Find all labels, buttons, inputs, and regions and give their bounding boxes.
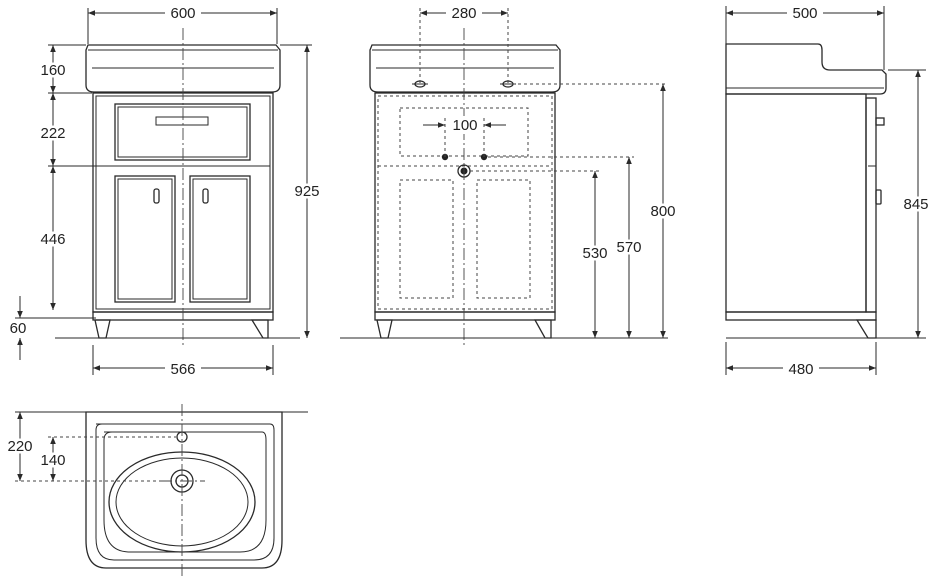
side-view: 500 845 480	[725, 4, 931, 378]
back-view: 280 100 530 570 800	[340, 4, 678, 345]
dim-446: 446	[40, 231, 65, 248]
dim-220: 220	[7, 438, 32, 455]
dim-160: 160	[40, 62, 65, 79]
dim-925: 925	[294, 183, 319, 200]
dim-800: 800	[650, 203, 675, 220]
top-view: 220 140	[5, 404, 308, 578]
dim-480: 480	[788, 361, 813, 378]
dim-566: 566	[170, 361, 195, 378]
dim-845: 845	[903, 196, 928, 213]
front-view: 600 160 222 446 60 925 566	[7, 4, 322, 378]
dim-500: 500	[792, 5, 817, 22]
dim-600: 600	[170, 5, 195, 22]
dim-570: 570	[616, 239, 641, 256]
dim-222: 222	[40, 125, 65, 142]
dim-530: 530	[582, 245, 607, 262]
dim-280: 280	[451, 5, 476, 22]
dim-100: 100	[452, 117, 477, 134]
dim-60: 60	[10, 320, 27, 337]
dim-140: 140	[40, 452, 65, 469]
